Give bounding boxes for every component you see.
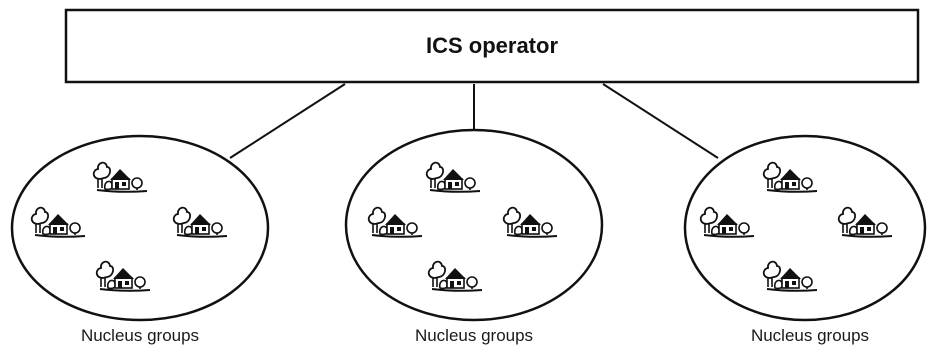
nucleus-group-2	[344, 128, 604, 322]
nucleus-group-1	[10, 134, 270, 322]
nucleus-group-1-label: Nucleus groups	[80, 326, 200, 345]
nucleus-group-2-label: Nucleus groups	[414, 326, 534, 345]
connector-left	[229, 83, 346, 159]
nucleus-group-3	[683, 134, 927, 322]
nucleus-group-3-label: Nucleus groups	[750, 326, 870, 345]
ics-operator-box	[64, 8, 920, 84]
ics-operator-label: ICS operator	[426, 33, 558, 58]
connector-right	[602, 83, 719, 159]
